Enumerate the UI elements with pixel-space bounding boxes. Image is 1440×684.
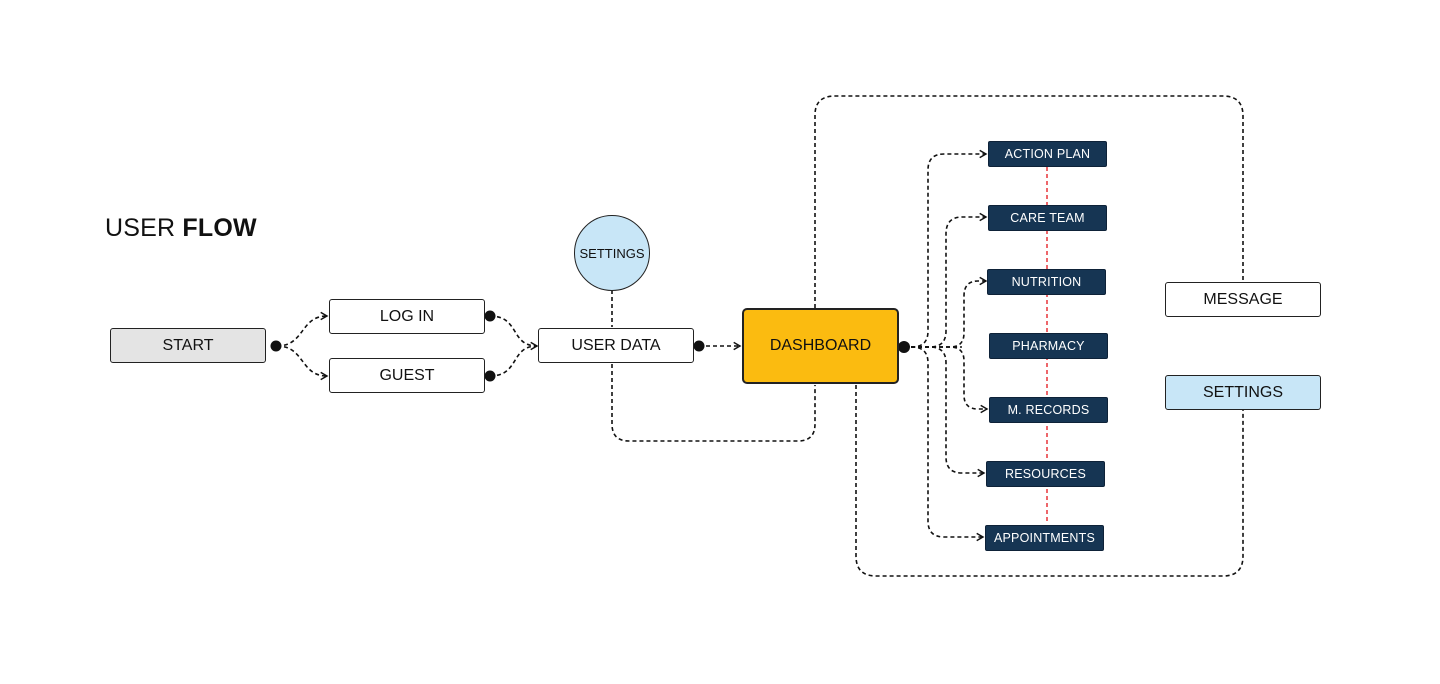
- connector-dashboard-settings: [855, 385, 1244, 577]
- connector-start-login: [276, 311, 329, 347]
- page-title: USER FLOW: [105, 214, 257, 243]
- care-team-node[interactable]: CARE TEAM: [988, 205, 1107, 231]
- connector-dash-mrecords: [904, 346, 989, 414]
- connector-guest-userdata: [489, 345, 538, 377]
- connector-userdata-loop: [611, 364, 816, 442]
- user-data-node[interactable]: USER DATA: [538, 328, 694, 363]
- action-plan-node[interactable]: ACTION PLAN: [988, 141, 1107, 167]
- connector-dash-actionplan: [904, 149, 988, 348]
- start-node[interactable]: START: [110, 328, 266, 363]
- guest-node[interactable]: GUEST: [329, 358, 485, 393]
- title-bold: FLOW: [182, 214, 257, 242]
- login-node[interactable]: LOG IN: [329, 299, 485, 334]
- appointments-node[interactable]: APPOINTMENTS: [985, 525, 1104, 551]
- dot-dashboard: [898, 341, 910, 353]
- connector-dash-appointments: [904, 346, 985, 542]
- settings-box-node[interactable]: SETTINGS: [1165, 375, 1321, 410]
- settings-circle-node[interactable]: SETTINGS: [574, 215, 650, 291]
- dot-guest: [484, 370, 496, 382]
- message-node[interactable]: MESSAGE: [1165, 282, 1321, 317]
- m-records-node[interactable]: M. RECORDS: [989, 397, 1108, 423]
- nutrition-node[interactable]: NUTRITION: [987, 269, 1106, 295]
- dot-userdata: [693, 340, 705, 352]
- connector-login-userdata: [489, 315, 539, 351]
- connector-start-guest: [276, 345, 329, 381]
- connector-dash-resources: [904, 346, 986, 478]
- pharmacy-node[interactable]: PHARMACY: [989, 333, 1108, 359]
- connector-dash-careteam: [904, 212, 988, 348]
- resources-node[interactable]: RESOURCES: [986, 461, 1105, 487]
- title-prefix: USER: [105, 214, 176, 242]
- dot-start: [270, 340, 282, 352]
- dot-login: [484, 310, 496, 322]
- dashboard-node[interactable]: DASHBOARD: [742, 308, 899, 384]
